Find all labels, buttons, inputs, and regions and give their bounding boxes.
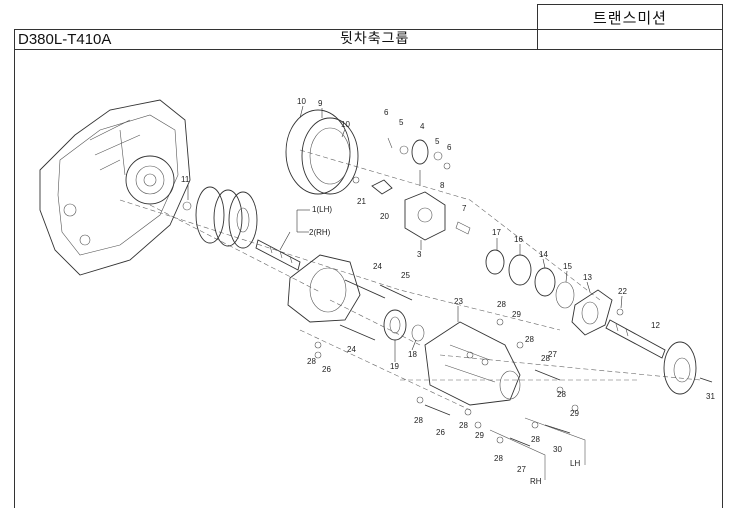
assembly-axis-bottom (299, 329, 640, 411)
axle-shaft-1-2 (255, 239, 301, 271)
bearing-19 (383, 309, 425, 342)
callout-29: 29 (512, 310, 521, 319)
callout-5: 5 (399, 118, 404, 127)
callout-26: 26 (436, 428, 445, 437)
drawing-frame (14, 29, 723, 508)
callout-29: 29 (570, 409, 579, 418)
callout-labels: 10 9 10 6 5 4 5 6 8 11 21 20 7 3 1(LH) 2… (181, 97, 715, 486)
planet-carrier (352, 176, 471, 241)
callout-28: 28 (497, 300, 506, 309)
section-label: 트랜스미션 (537, 4, 723, 30)
callout-28: 28 (459, 421, 468, 430)
header-row (14, 29, 723, 50)
output-axle (605, 319, 697, 395)
callout-24: 24 (347, 345, 356, 354)
callout-2-rh: 2(RH) (309, 228, 331, 237)
axle-tube-housing (424, 321, 521, 406)
callout-30: 30 (553, 445, 562, 454)
callout-9: 9 (318, 99, 323, 108)
planetary-gear (387, 137, 451, 186)
callout-3: 3 (417, 250, 422, 259)
page-title: 뒷차축그룹 (340, 31, 410, 47)
ring-gear (285, 109, 359, 195)
header-divider (537, 29, 538, 50)
callout-23: 23 (454, 297, 463, 306)
bolts (314, 279, 713, 447)
axle-housing (287, 254, 361, 323)
callout-31: 31 (706, 392, 715, 401)
callout-15: 15 (563, 262, 572, 271)
callout-rh: RH (530, 477, 542, 486)
callout-5: 5 (435, 137, 440, 146)
callout-16: 16 (514, 235, 523, 244)
callout-4: 4 (420, 122, 425, 131)
callout-8: 8 (440, 181, 445, 190)
callout-24: 24 (373, 262, 382, 271)
exploded-parts-diagram: 10 9 10 6 5 4 5 6 8 11 21 20 7 3 1(LH) 2… (39, 97, 715, 486)
callout-28: 28 (414, 416, 423, 425)
callout-20: 20 (380, 212, 389, 221)
model-number: D380L-T410A (18, 31, 112, 48)
callout-28: 28 (307, 357, 316, 366)
callout-1-lh: 1(LH) (312, 205, 332, 214)
callout-21: 21 (357, 197, 366, 206)
callout-lh: LH (570, 459, 580, 468)
callout-28: 28 (557, 390, 566, 399)
callout-28: 28 (541, 354, 550, 363)
callout-28: 28 (525, 335, 534, 344)
callout-27: 27 (517, 465, 526, 474)
rh-lh-brackets (489, 417, 586, 480)
callout-26: 26 (322, 365, 331, 374)
callout-29: 29 (475, 431, 484, 440)
callout-12: 12 (651, 321, 660, 330)
callout-27: 27 (548, 350, 557, 359)
callout-22: 22 (618, 287, 627, 296)
callout-25: 25 (401, 271, 410, 280)
callout-11: 11 (181, 175, 190, 184)
callout-10: 10 (341, 120, 350, 129)
callout-10: 10 (297, 97, 306, 106)
flange-plate (571, 289, 613, 336)
callout-13: 13 (583, 273, 592, 282)
assembly-axis-upper (299, 149, 601, 301)
transmission-case (39, 99, 191, 276)
callout-6: 6 (447, 143, 452, 152)
callout-17: 17 (492, 228, 501, 237)
callout-7: 7 (462, 204, 467, 213)
assembly-axis-lower (119, 199, 561, 331)
callout-28: 28 (531, 435, 540, 444)
leader-lines (187, 105, 623, 362)
callout-6: 6 (384, 108, 389, 117)
callout-14: 14 (539, 250, 548, 259)
callout-18: 18 (408, 350, 417, 359)
callout-28: 28 (494, 454, 503, 463)
callout-19: 19 (390, 362, 399, 371)
brake-disc-pack (182, 186, 258, 249)
